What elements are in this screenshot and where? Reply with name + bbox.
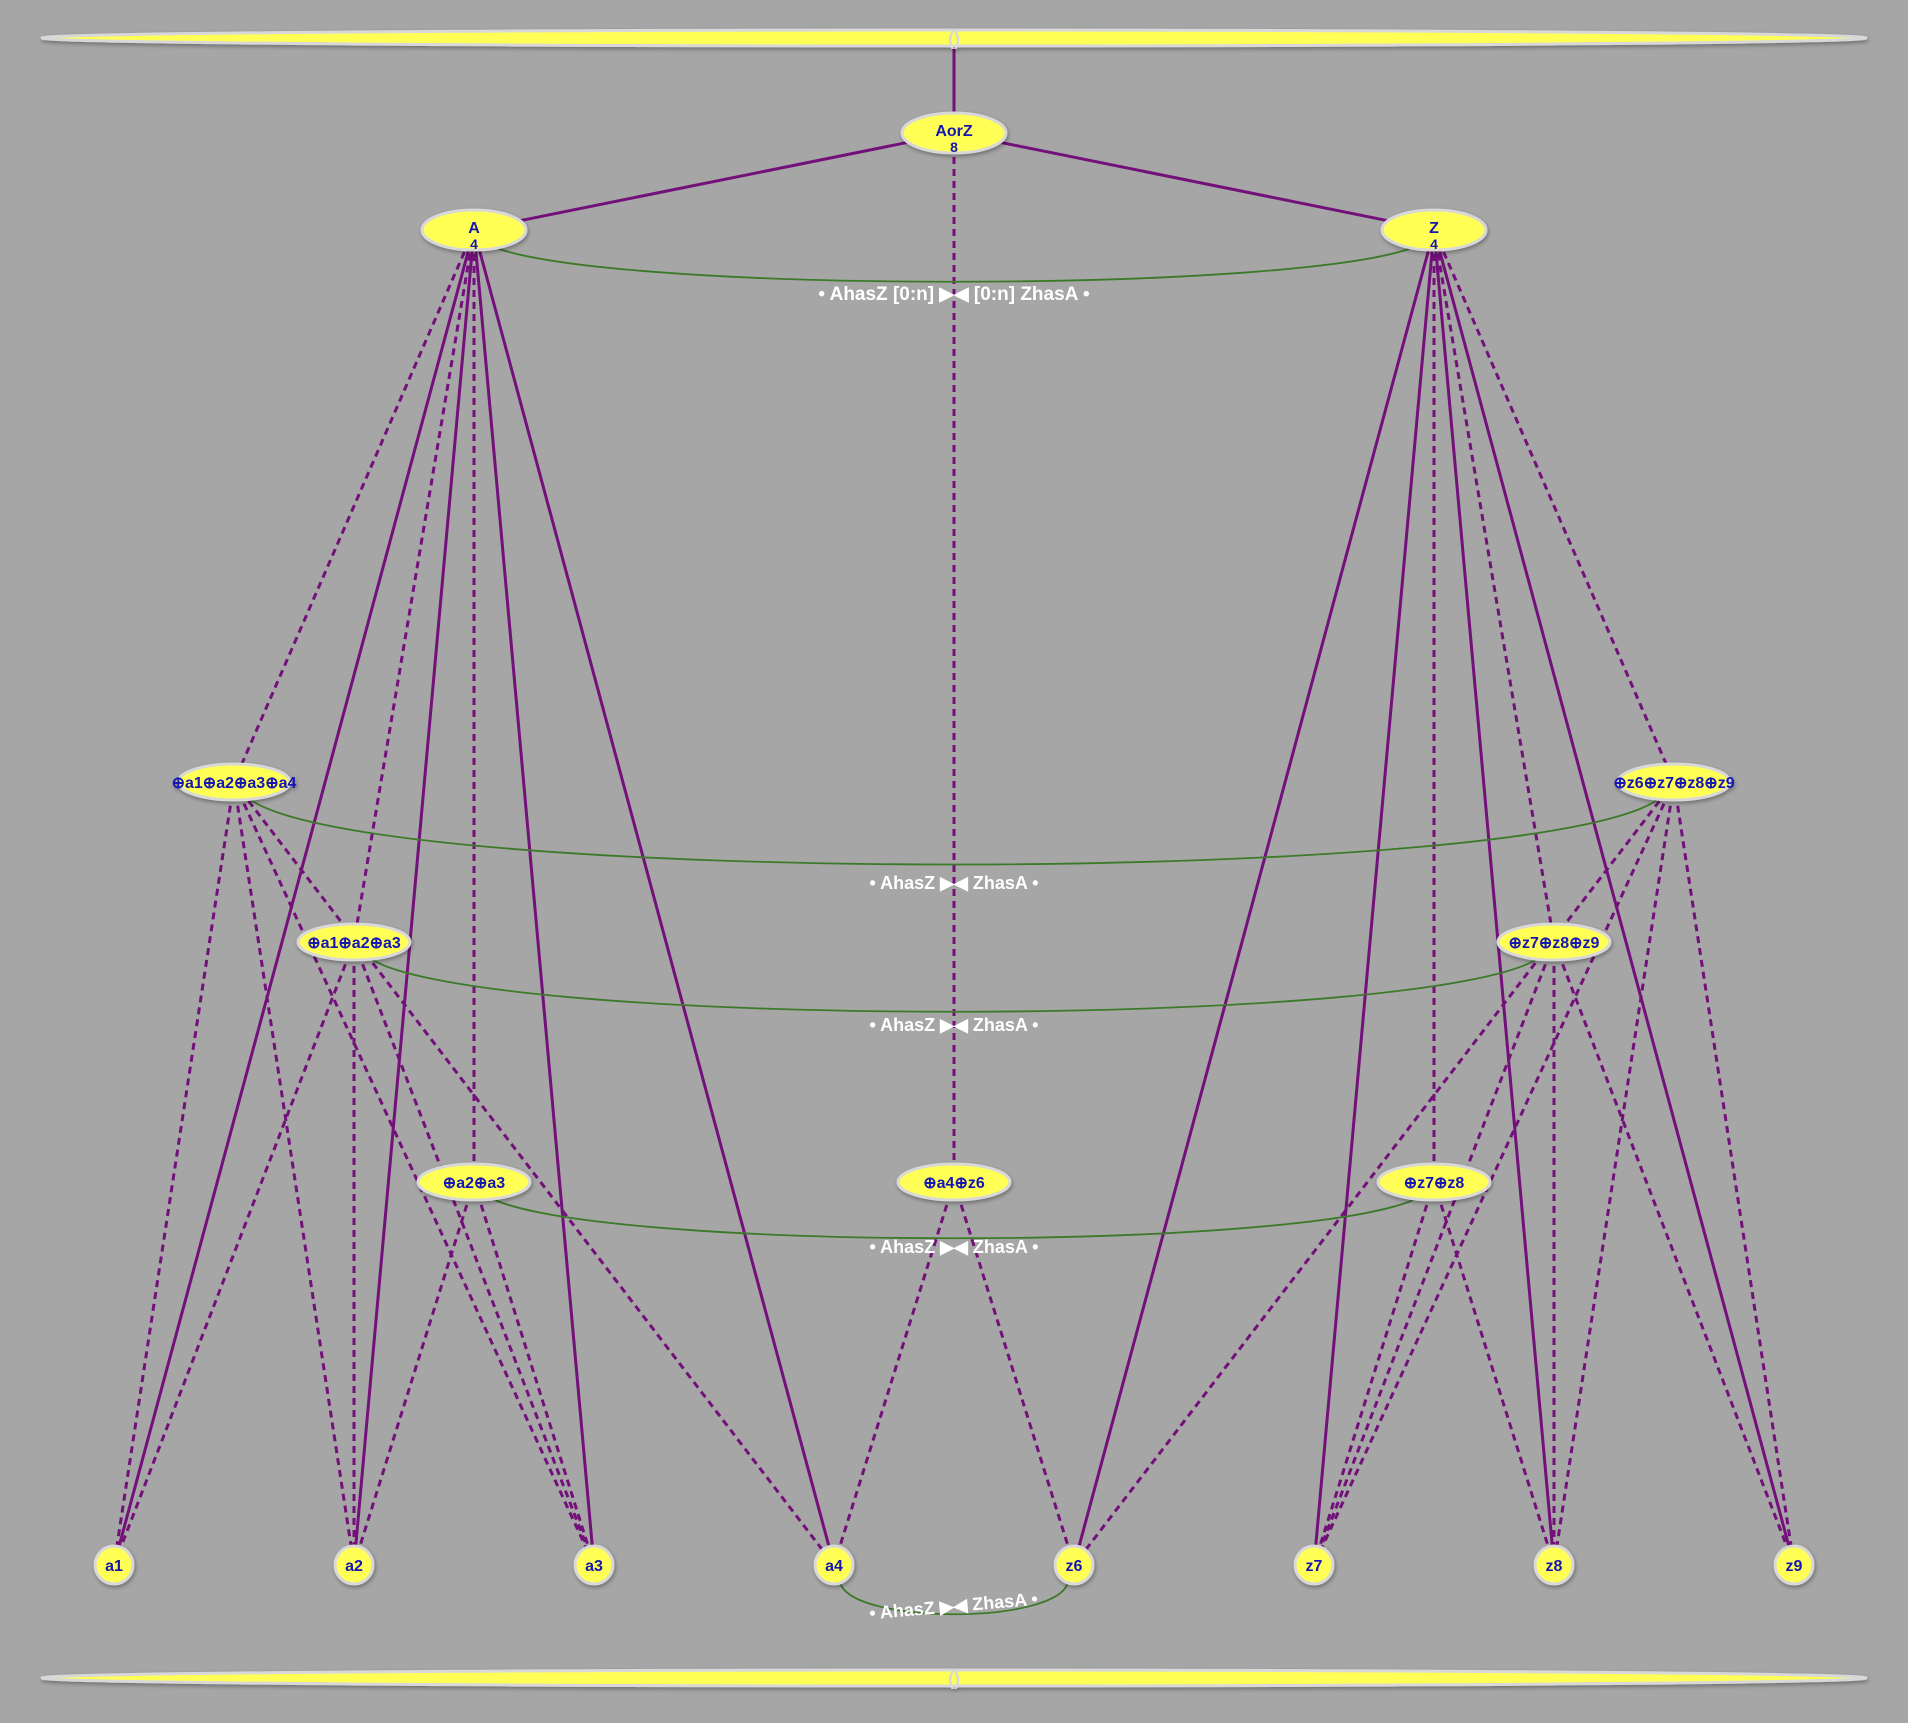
edge-AorZ-Z (953, 131, 1435, 232)
edge-g_a1234-a1 (112, 781, 236, 1566)
relation-label-rel_a4_z6: • AhasZ ▶◀ ZhasA • (868, 1589, 1038, 1624)
edge-A-a3 (472, 229, 596, 1566)
edge-A-a4 (472, 229, 836, 1566)
edge-A-a1 (112, 229, 476, 1566)
edge-g_a1234-a2 (232, 781, 356, 1566)
node-label-z8: z8 (1546, 1558, 1563, 1575)
edge-g_a23-a3 (472, 1181, 596, 1566)
node-count-AorZ: 8 (950, 139, 958, 155)
relation-label-rel_a23_z78: • AhasZ ▶◀ ZhasA • (870, 1237, 1039, 1257)
node-z6[interactable]: z6 (1053, 1544, 1095, 1586)
node-a2[interactable]: a2 (333, 1544, 375, 1586)
edge-g_a123-a3 (352, 941, 596, 1566)
node-label-g_z789: ⊕z7⊕z8⊕z9 (1509, 935, 1600, 952)
edge-Z-z9 (1432, 229, 1796, 1566)
edge-g_z6789-z9 (1672, 781, 1796, 1566)
relation-arc-rel_a23_z78 (483, 1193, 1425, 1240)
edge-g_z6789-z6 (1072, 781, 1676, 1566)
node-label-a4: a4 (825, 1558, 843, 1575)
edge-Z-z7 (1312, 229, 1436, 1566)
node-a1[interactable]: a1 (93, 1544, 135, 1586)
node-g_a123[interactable]: ⊕a1⊕a2⊕a3 (296, 922, 412, 962)
node-g_z789[interactable]: ⊕z7⊕z8⊕z9 (1496, 922, 1612, 962)
edge-g_a1234-a4 (232, 781, 836, 1566)
node-A[interactable]: A4 (420, 208, 528, 252)
node-label-g_a1234: ⊕a1⊕a2⊕a3⊕a4 (172, 775, 297, 792)
edge-Z-z6 (1072, 229, 1436, 1566)
edge-g_a123-a1 (112, 941, 356, 1566)
edge-A-g_a1234 (232, 229, 476, 783)
node-g_a1234[interactable]: ⊕a1⊕a2⊕a3⊕a4 (172, 762, 297, 802)
node-label-g_z6789: ⊕z6⊕z7⊕z8⊕z9 (1613, 775, 1734, 792)
edge-g_z78-z8 (1432, 1181, 1556, 1566)
node-z8[interactable]: z8 (1533, 1544, 1575, 1586)
edge-Z-z8 (1432, 229, 1556, 1566)
node-z7[interactable]: z7 (1293, 1544, 1335, 1586)
node-g_a23[interactable]: ⊕a2⊕a3 (416, 1162, 532, 1202)
node-label-g_z78: ⊕z7⊕z8 (1404, 1175, 1465, 1192)
node-z9[interactable]: z9 (1773, 1544, 1815, 1586)
relation-arc-rel_a1234_z6789 (243, 793, 1665, 866)
edge-A-g_a123 (352, 229, 476, 943)
node-layer: ()()AorZ8A4Z4⊕a1⊕a2⊕a3⊕a4⊕z6⊕z7⊕z8⊕z9⊕a1… (40, 28, 1868, 1689)
edge-g_a4z6-a4 (832, 1181, 956, 1566)
edge-g_z78-z7 (1312, 1181, 1436, 1566)
node-a4[interactable]: a4 (813, 1544, 855, 1586)
relation-arc-rel_a4_z6 (839, 1581, 1069, 1616)
node-label-Z: Z (1429, 220, 1439, 237)
edge-g_z6789-z8 (1552, 781, 1676, 1566)
edge-Z-g_z789 (1432, 229, 1556, 943)
node-label-A: A (468, 220, 480, 237)
relation-arc-rel_a123_z789 (363, 953, 1545, 1013)
node-label-z7: z7 (1306, 1558, 1323, 1575)
node-count-Z: 4 (1430, 236, 1438, 252)
node-label-a2: a2 (345, 1558, 363, 1575)
node-g_z78[interactable]: ⊕z7⊕z8 (1376, 1162, 1492, 1202)
node-label-a3: a3 (585, 1558, 603, 1575)
edge-Z-g_z6789 (1432, 229, 1676, 783)
edge-g_a4z6-z6 (952, 1181, 1076, 1566)
relation-layer (243, 241, 1665, 1616)
node-label-z9: z9 (1786, 1558, 1803, 1575)
node-label-g_a123: ⊕a1⊕a2⊕a3 (307, 935, 401, 952)
node-label-z6: z6 (1066, 1558, 1083, 1575)
bottom-node: () (40, 1668, 1868, 1689)
top-node: () (40, 28, 1868, 49)
relation-label-rel_a1234_z6789: • AhasZ ▶◀ ZhasA • (870, 873, 1039, 893)
edge-AorZ-A (473, 131, 955, 232)
node-Z[interactable]: Z4 (1380, 208, 1488, 252)
edge-g_z789-z9 (1552, 941, 1796, 1566)
relation-label-rel_A_Z: • AhasZ [0:n] ▶◀ [0:n] ZhasA • (818, 284, 1090, 305)
node-label-g_a4z6: ⊕a4⊕z6 (923, 1175, 985, 1192)
relation-arc-rel_A_Z (483, 241, 1425, 283)
node-label-AorZ: AorZ (935, 123, 973, 140)
relation-label-rel_a123_z789: • AhasZ ▶◀ ZhasA • (870, 1015, 1039, 1035)
edge-A-a2 (352, 229, 476, 1566)
node-a3[interactable]: a3 (573, 1544, 615, 1586)
edge-g_a23-a2 (352, 1181, 476, 1566)
top-node-label: () (948, 29, 960, 49)
edge-g_z789-z7 (1312, 941, 1556, 1566)
node-label-g_a23: ⊕a2⊕a3 (443, 1175, 506, 1192)
node-label-a1: a1 (105, 1558, 123, 1575)
node-g_z6789[interactable]: ⊕z6⊕z7⊕z8⊕z9 (1613, 762, 1735, 802)
edge-layer (112, 44, 1796, 1566)
node-count-A: 4 (470, 236, 478, 252)
bottom-node-label: () (948, 1669, 960, 1689)
node-g_a4z6[interactable]: ⊕a4⊕z6 (896, 1162, 1012, 1202)
